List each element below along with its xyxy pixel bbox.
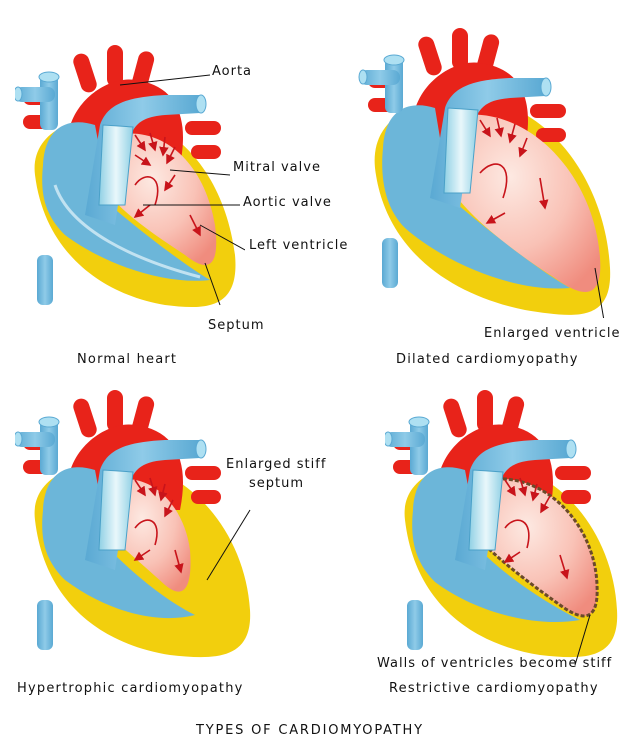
caption-hypertrophic: Hypertrophic cardiomyopathy [17, 681, 244, 696]
left-ventricle [110, 133, 217, 265]
dilated-heart-illustration [358, 28, 611, 318]
label-walls-stiff: Walls of ventricles become stiff [377, 656, 613, 671]
label-enlarged-ventricle: Enlarged ventricle [484, 326, 621, 341]
label-mitral-valve: Mitral valve [233, 160, 321, 175]
label-left-ventricle: Left ventricle [249, 238, 349, 253]
label-septum: Septum [208, 318, 265, 333]
figure-title: TYPES OF CARDIOMYOPATHY [196, 723, 424, 738]
hypertrophic-heart-illustration [15, 390, 251, 658]
normal-heart-illustration [15, 45, 245, 308]
enlarged-left-ventricle [450, 114, 601, 292]
label-enlarged-stiff: Enlarged stiff [226, 457, 327, 472]
caption-dilated: Dilated cardiomyopathy [396, 352, 579, 367]
label-aorta: Aorta [212, 64, 253, 79]
caption-restrictive: Restrictive cardiomyopathy [389, 681, 599, 696]
restrictive-heart-illustration [385, 390, 618, 665]
label-aortic-valve: Aortic valve [243, 195, 332, 210]
caption-normal-heart: Normal heart [77, 352, 178, 367]
label-septum-2: septum [249, 476, 305, 491]
stiff-left-ventricle [478, 477, 599, 618]
